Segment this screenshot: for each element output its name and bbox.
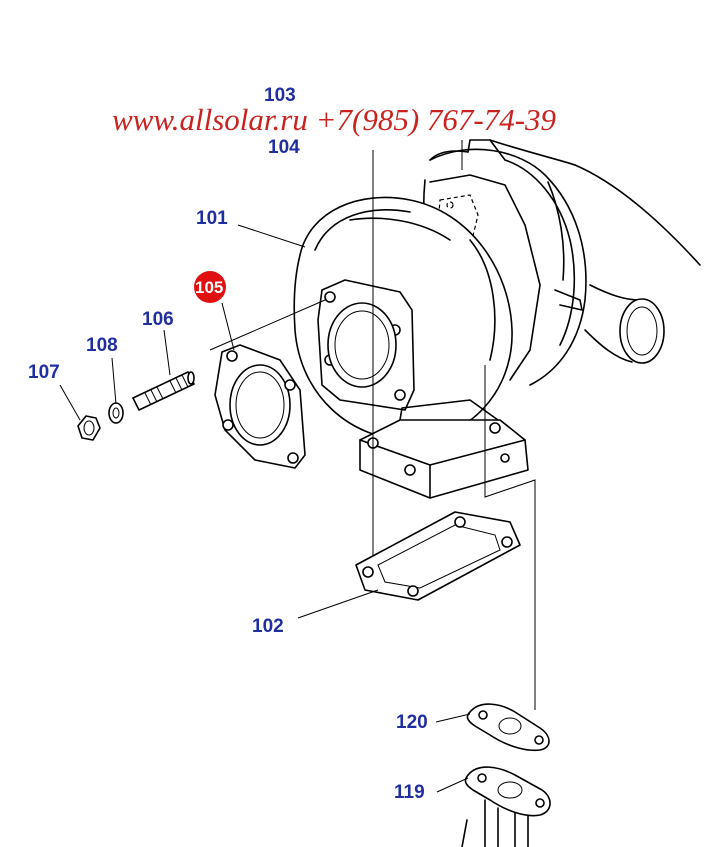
callout-101: 101 — [196, 208, 228, 229]
callout-119: 119 — [394, 782, 425, 803]
gasket-flat-icon[interactable] — [355, 511, 521, 601]
oil-pipe-icon[interactable] — [461, 766, 551, 847]
stud-bolt-icon[interactable] — [132, 371, 195, 411]
leader-101 — [237, 224, 306, 248]
leader-102 — [297, 589, 379, 619]
leader-119 — [436, 777, 469, 793]
callout-104: 104 — [268, 137, 300, 158]
callout-103: 103 — [264, 85, 296, 106]
leader-106 — [163, 329, 171, 376]
alignment-line — [484, 365, 536, 710]
leader-120 — [435, 713, 471, 723]
callout-106: 106 — [142, 309, 174, 330]
leader-105 — [221, 302, 235, 351]
leader-107 — [59, 384, 81, 421]
washer-icon[interactable] — [108, 402, 124, 424]
leader-108 — [111, 357, 117, 405]
watermark-text: www.allsolar.ru +7(985) 767-74-39 — [112, 102, 556, 137]
callout-120: 120 — [396, 712, 428, 733]
oil-gasket-icon[interactable] — [466, 703, 550, 752]
callout-108: 108 — [86, 335, 118, 356]
turbocharger-icon[interactable] — [293, 139, 701, 499]
callout-105: 105 — [195, 278, 223, 297]
leader-stud-axis — [209, 299, 326, 351]
callout-107: 107 — [28, 362, 60, 383]
gasket-icon[interactable] — [214, 344, 306, 469]
nut-icon[interactable] — [77, 415, 101, 441]
highlight-badge — [194, 271, 226, 303]
callout-102: 102 — [252, 616, 284, 637]
